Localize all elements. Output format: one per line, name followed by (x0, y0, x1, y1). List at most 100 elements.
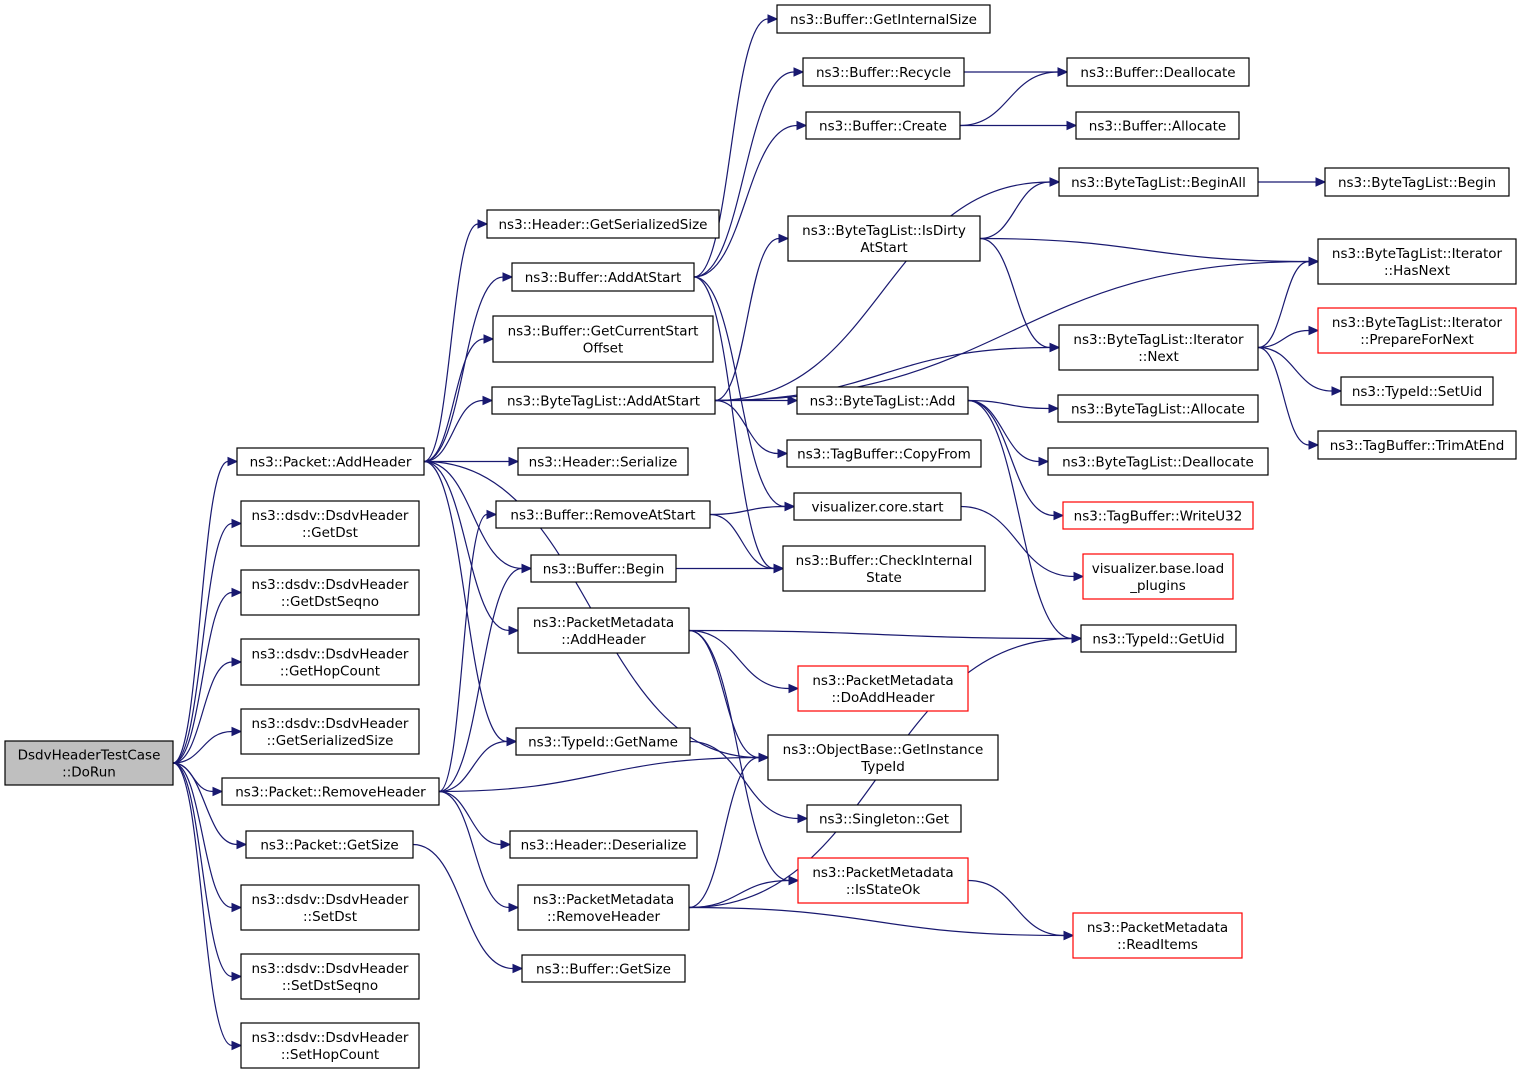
node-getHopCount[interactable]: ns3::dsdv::DsdvHeader::GetHopCount (240, 638, 420, 686)
node-btlDeallocate[interactable]: ns3::ByteTagList::Deallocate (1047, 447, 1269, 476)
node-getDst[interactable]: ns3::dsdv::DsdvHeader::GetDst (240, 500, 420, 547)
edge-bufAddAtStart-to-bufGetInternalSize (693, 18, 769, 278)
node-setDst[interactable]: ns3::dsdv::DsdvHeader::SetDst (240, 884, 420, 931)
node-pmIsStateOk[interactable]: ns3::PacketMetadata::IsStateOk (797, 857, 969, 904)
arrowhead (486, 509, 498, 520)
node-vizStart[interactable]: visualizer.core.start (793, 492, 962, 521)
node-bufRecycle[interactable]: ns3::Buffer::Recycle (802, 57, 965, 87)
node-setHopCount[interactable]: ns3::dsdv::DsdvHeader::SetHopCount (240, 1022, 420, 1069)
edge-btlAddAtStart-to-btlIterNext (714, 346, 1051, 402)
node-label: ::Next (1138, 349, 1179, 365)
node-label: ::RemoveHeader (547, 909, 660, 925)
node-btlIterPrepare[interactable]: ns3::ByteTagList::Iterator::PrepareForNe… (1317, 307, 1517, 354)
node-label: ::GetSerializedSize (267, 733, 394, 749)
node-box (1075, 111, 1240, 140)
arrowhead (212, 786, 224, 797)
node-label: ::GetHopCount (280, 664, 380, 680)
node-label: ns3::Header::Deserialize (521, 838, 687, 854)
arrowhead (758, 752, 770, 763)
arrowhead (1057, 67, 1069, 77)
node-label: ns3::Packet::RemoveHeader (235, 785, 426, 801)
node-pktGetSize[interactable]: ns3::Packet::GetSize (245, 830, 414, 859)
node-bufAddAtStart[interactable]: ns3::Buffer::AddAtStart (511, 262, 695, 292)
node-box (782, 545, 986, 592)
node-bufRemoveAtStart[interactable]: ns3::Buffer::RemoveAtStart (495, 500, 711, 529)
node-label: ns3::TagBuffer::WriteU32 (1074, 509, 1243, 525)
edge-addHeader-to-pmAddHeader (423, 460, 510, 632)
node-label: ns3::Buffer::CheckInternal (796, 553, 973, 569)
node-singletonGet[interactable]: ns3::Singleton::Get (806, 804, 962, 833)
node-btlAllocate[interactable]: ns3::ByteTagList::Allocate (1057, 394, 1259, 423)
node-label: ::SetDstSeqno (282, 978, 378, 994)
node-btlAdd[interactable]: ns3::ByteTagList::Add (796, 386, 969, 415)
edge-root-to-setDst (172, 762, 233, 909)
node-label: TypeId (860, 759, 905, 775)
node-setDstSeqno[interactable]: ns3::dsdv::DsdvHeader::SetDstSeqno (240, 953, 420, 1000)
node-tbTrimAtEnd[interactable]: ns3::TagBuffer::TrimAtEnd (1317, 430, 1517, 460)
node-box (767, 734, 999, 781)
arrowhead (788, 683, 800, 694)
node-btlAddAtStart[interactable]: ns3::ByteTagList::AddAtStart (491, 386, 716, 415)
edge-pmAddHeader-to-pmIsStateOk (688, 629, 790, 882)
arrowhead (508, 625, 520, 636)
node-box (511, 262, 695, 292)
node-bufGetSize[interactable]: ns3::Buffer::GetSize (521, 954, 686, 983)
arrowhead (477, 219, 489, 229)
node-label: ns3::ByteTagList::BeginAll (1071, 175, 1246, 191)
node-typeIdGetName[interactable]: ns3::TypeId::GetName (515, 727, 691, 756)
node-pmReadItems[interactable]: ns3::PacketMetadata::ReadItems (1072, 912, 1243, 959)
node-getSerSizeDsdv[interactable]: ns3::dsdv::DsdvHeader::GetSerializedSize (240, 708, 420, 755)
arrowhead (787, 395, 799, 406)
node-box (1317, 238, 1517, 285)
node-bufDeallocate[interactable]: ns3::Buffer::Deallocate (1066, 57, 1250, 87)
node-label: ns3::PacketMetadata (533, 892, 674, 908)
node-hdrSerialize[interactable]: ns3::Header::Serialize (517, 447, 689, 476)
arrowhead (784, 501, 796, 512)
edge-addHeader-to-btlAddAtStart (423, 399, 484, 463)
edge-removeHeader-to-hdrDeserialize (438, 790, 502, 846)
edge-bufAddAtStart-to-bufRecycle (693, 71, 795, 278)
arrowhead (227, 456, 239, 467)
node-pmDoAddHeader[interactable]: ns3::PacketMetadata::DoAddHeader (797, 665, 969, 712)
node-tbWriteU32[interactable]: ns3::TagBuffer::WriteU32 (1062, 501, 1254, 530)
arrowhead (502, 272, 514, 282)
node-getDstSeqno[interactable]: ns3::dsdv::DsdvHeader::GetDstSeqno (240, 569, 420, 616)
arrowhead (521, 563, 533, 574)
arrowhead (773, 563, 785, 574)
node-tbCopyFrom[interactable]: ns3::TagBuffer::CopyFrom (786, 439, 982, 468)
node-label: _plugins (1129, 578, 1186, 594)
node-pmRemoveHeader[interactable]: ns3::PacketMetadata::RemoveHeader (517, 884, 690, 931)
node-pmAddHeader[interactable]: ns3::PacketMetadata::AddHeader (517, 607, 690, 654)
node-bufCreate[interactable]: ns3::Buffer::Create (805, 111, 961, 140)
node-label: ns3::Buffer::Allocate (1089, 119, 1226, 135)
node-box (240, 884, 420, 931)
node-addHeader[interactable]: ns3::Packet::AddHeader (236, 447, 425, 476)
node-box (1317, 430, 1517, 460)
node-hdrGetSerSize[interactable]: ns3::Header::GetSerializedSize (486, 209, 720, 239)
edge-pmRemoveHeader-to-pmIsStateOk (688, 879, 790, 909)
node-typeIdSetUid[interactable]: ns3::TypeId::SetUid (1340, 376, 1494, 406)
node-btlIterNext[interactable]: ns3::ByteTagList::Iterator::Next (1058, 324, 1259, 371)
node-bufAllocate[interactable]: ns3::Buffer::Allocate (1075, 111, 1240, 140)
node-vizLoadPlugins[interactable]: visualizer.base.load_plugins (1082, 553, 1234, 600)
node-btlBegin[interactable]: ns3::ByteTagList::Begin (1324, 167, 1510, 197)
node-typeIdGetUid[interactable]: ns3::TypeId::GetUid (1080, 624, 1237, 653)
node-removeHeader[interactable]: ns3::Packet::RemoveHeader (221, 777, 440, 806)
edge-bufAddAtStart-to-bufCheckInternal (693, 276, 775, 570)
node-bufBegin[interactable]: ns3::Buffer::Begin (530, 554, 677, 583)
node-btlIterHasNext[interactable]: ns3::ByteTagList::Iterator::HasNext (1317, 238, 1517, 285)
node-btlBeginAll[interactable]: ns3::ByteTagList::BeginAll (1058, 167, 1259, 197)
arrowhead (767, 14, 779, 24)
node-root[interactable]: DsdvHeaderTestCase::DoRun (4, 740, 174, 786)
node-hdrDeserialize[interactable]: ns3::Header::Deserialize (509, 830, 698, 859)
node-box (787, 215, 981, 262)
edge-root-to-setHopCount (172, 762, 233, 1047)
node-bufGetInternalSize[interactable]: ns3::Buffer::GetInternalSize (776, 4, 991, 34)
node-label: ns3::Packet::GetSize (260, 838, 398, 854)
edge-btlIsDirty-to-btlIterNext (979, 237, 1051, 349)
